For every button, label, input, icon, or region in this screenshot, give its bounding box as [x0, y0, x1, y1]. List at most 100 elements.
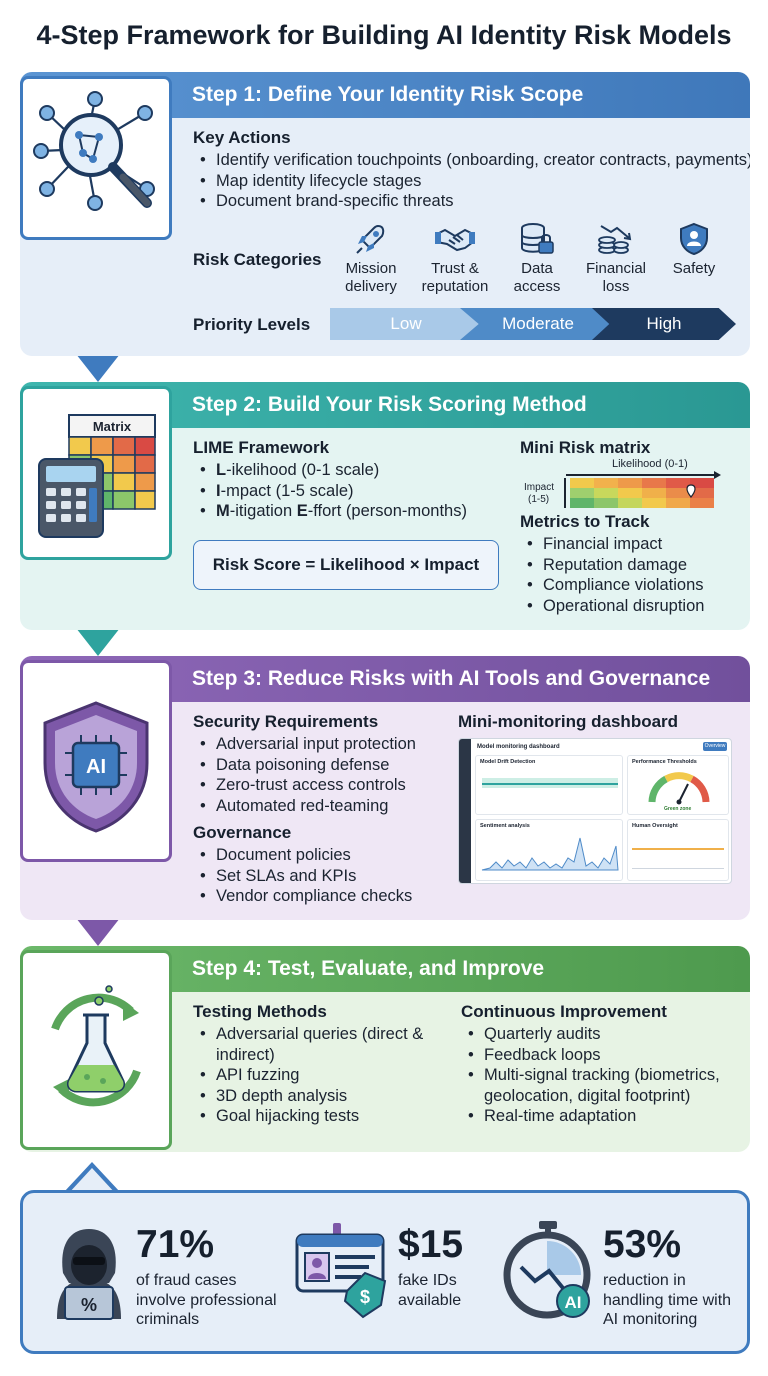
list-item: Document brand-specific threats: [193, 191, 750, 212]
risk-category-label: reputation: [421, 278, 489, 295]
security-requirements-title: Security Requirements: [193, 712, 379, 731]
list-item: Map identity lifecycle stages: [193, 171, 750, 192]
list-item: Reputation damage: [520, 555, 704, 576]
likelihood-axis-arrow: [714, 471, 721, 479]
mini-risk-matrix-title: Mini Risk matrix: [520, 438, 651, 457]
matrix-cell: [570, 498, 594, 508]
list-item: Automated red-teaming: [193, 796, 416, 817]
svg-text:AI: AI: [565, 1293, 582, 1312]
list-item: Feedback loops: [461, 1045, 720, 1066]
flask-cycle-icon: [51, 985, 141, 1107]
dashboard-header: Model monitoring dashboard: [477, 744, 560, 750]
step-3-heading: Step 3: Reduce Risks with AI Tools and G…: [192, 667, 711, 690]
security-list: Adversarial input protection Data poison…: [193, 734, 416, 816]
matrix-cell: [618, 478, 642, 488]
improvement-list: Quarterly audits Feedback loops Multi-si…: [461, 1024, 720, 1127]
matrix-cell: [594, 478, 618, 488]
matrix-cell: [618, 498, 642, 508]
sentiment-sparkline: [481, 837, 619, 871]
risk-category-data: Data access: [500, 222, 574, 296]
page-title: 4-Step Framework for Building AI Identit…: [36, 20, 732, 50]
risk-category-label: Data: [521, 260, 553, 277]
step-4-heading: Step 4: Test, Evaluate, and Improve: [192, 957, 545, 980]
gauge-label: Green zone: [664, 806, 692, 812]
testing-list: Adversarial queries (direct & indirect) …: [193, 1024, 423, 1127]
metrics-title: Metrics to Track: [520, 512, 650, 531]
stat-value: 71%: [136, 1223, 215, 1266]
list-item: Data poisoning defense: [193, 755, 416, 776]
likelihood-axis: [566, 474, 716, 476]
matrix-cell: [594, 488, 618, 498]
dashboard-badge[interactable]: Overview: [703, 742, 727, 751]
list-item: Compliance violations: [520, 575, 704, 596]
list-item: Financial impact: [520, 534, 704, 555]
continuous-improvement-title: Continuous Improvement: [461, 1002, 667, 1021]
list-item: Document policies: [193, 845, 412, 866]
matrix-cell: [666, 488, 690, 498]
hacker-icon: %: [57, 1229, 121, 1320]
matrix-cell: [570, 478, 594, 488]
dashboard-title: Mini-monitoring dashboard: [458, 712, 679, 731]
risk-category-label: Safety: [672, 260, 716, 277]
list-item: Adversarial input protection: [193, 734, 416, 755]
metrics-list: Financial impact Reputation damage Compl…: [520, 534, 704, 616]
oversight-panel-title: Human Oversight: [632, 823, 678, 829]
mini-dashboard: Model monitoring dashboard Overview Mode…: [458, 738, 732, 884]
matrix-cell: [594, 498, 618, 508]
list-item: Real-time adaptation: [461, 1106, 720, 1127]
matrix-cell: [642, 498, 666, 508]
step-3-icon: AI: [20, 660, 172, 862]
shield-person-icon: [680, 222, 708, 256]
svg-text:$: $: [360, 1287, 370, 1307]
gauge-icon: [648, 772, 710, 805]
arrow-3-4: [76, 918, 120, 946]
impact-axis: [564, 478, 566, 508]
risk-category-mission: Mission delivery: [334, 222, 408, 296]
rocket-icon: [356, 224, 385, 254]
matrix-cell: [618, 488, 642, 498]
key-actions-title: Key Actions: [193, 128, 291, 147]
stat-value: 53%: [603, 1223, 682, 1266]
list-item: Multi-signal tracking (biometrics,: [461, 1065, 720, 1086]
oversight-bar-2: [632, 868, 724, 869]
drift-line: [482, 783, 618, 785]
sentiment-panel: Sentiment analysis: [475, 819, 623, 881]
stopwatch-ai-icon: AI: [503, 1221, 591, 1319]
list-item: API fuzzing: [193, 1065, 423, 1086]
lime-list: L-ikelihood (0-1 scale) I-mpact (1-5 sca…: [193, 460, 467, 522]
list-item: Zero-trust access controls: [193, 775, 416, 796]
priority-level-moderate: Moderate: [460, 308, 616, 340]
risk-category-label: Trust &: [431, 260, 479, 277]
list-item: Adversarial queries (direct &: [193, 1024, 423, 1045]
key-actions-list: Identify verification touchpoints (onboa…: [193, 150, 750, 212]
risk-category-financial: Financial loss: [579, 222, 653, 296]
step-1-heading: Step 1: Define Your Identity Risk Scope: [192, 83, 584, 106]
step-4-icon: [20, 950, 172, 1150]
matrix-cell: [666, 478, 690, 488]
matrix-cell: [642, 478, 666, 488]
lime-framework-title: LIME Framework: [193, 438, 330, 457]
risk-category-safety: Safety: [657, 222, 731, 278]
priority-levels-title: Priority Levels: [193, 315, 311, 334]
drift-panel: Model Drift Detection: [475, 755, 623, 815]
list-item: M-itigation E-ffort (person-months): [193, 501, 467, 522]
arrow-2-3: [76, 628, 120, 656]
risk-categories-title: Risk Categories: [193, 250, 322, 269]
risk-category-label: delivery: [345, 278, 397, 295]
likelihood-axis-label: Likelihood (0-1): [612, 458, 688, 470]
risk-category-label: loss: [602, 278, 630, 295]
list-item: Set SLAs and KPIs: [193, 866, 412, 887]
oversight-panel: Human Oversight: [627, 819, 729, 881]
governance-title: Governance: [193, 823, 292, 842]
mini-risk-matrix: [570, 478, 718, 508]
matrix-label: Matrix: [93, 419, 132, 434]
sentiment-panel-title: Sentiment analysis: [480, 823, 530, 829]
stat-value: $15: [398, 1223, 464, 1266]
dashboard-sidebar: [459, 739, 471, 883]
list-item: 3D depth analysis: [193, 1086, 423, 1107]
percent-symbol-icon: %: [81, 1295, 97, 1315]
